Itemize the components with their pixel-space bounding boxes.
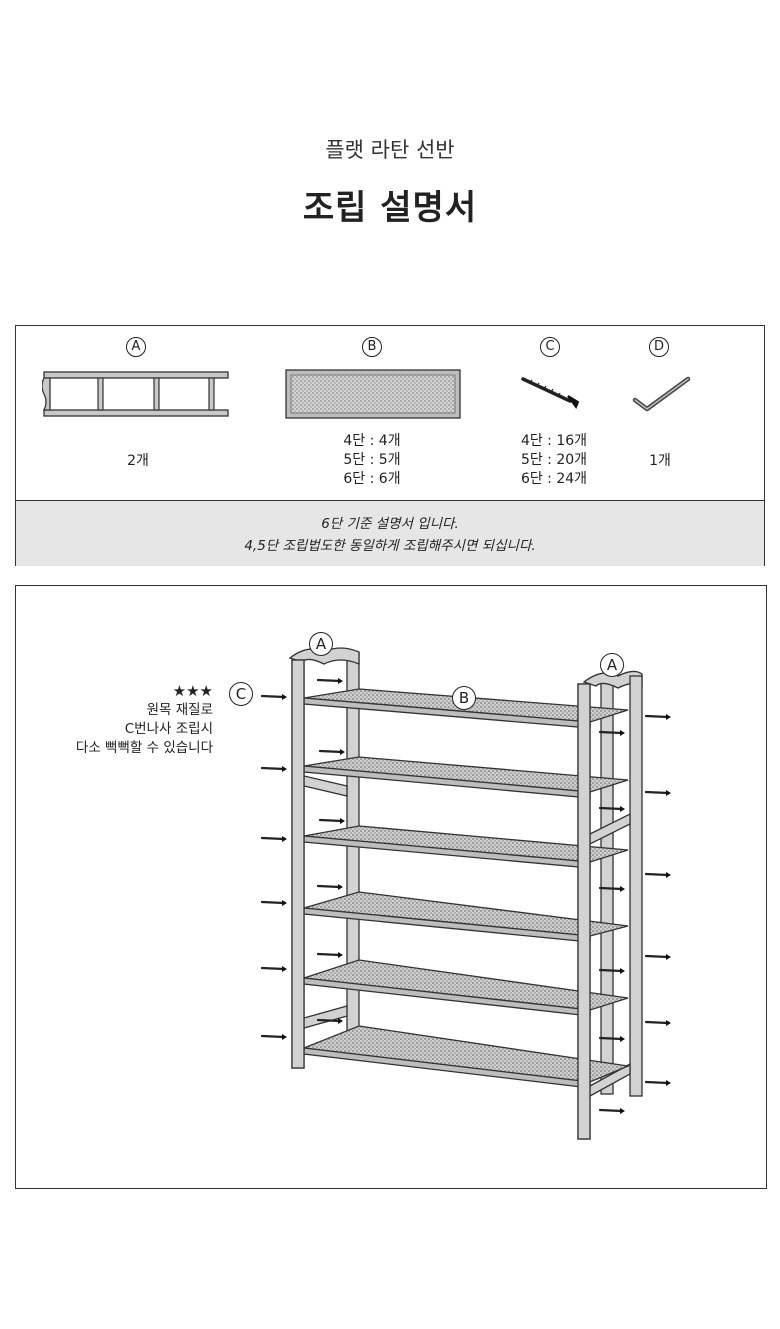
shelf-6: [303, 1025, 631, 1089]
part-d-letter: D: [649, 337, 669, 357]
caution-text: ★★★ 원목 재질로 C번나사 조립시 다소 뻑뻑할 수 있습니다: [76, 682, 213, 758]
assembly-note: 6단 기준 설명서 입니다. 4,5단 조립법도한 동일하게 조립해주시면 되십…: [16, 500, 764, 566]
document-title: 조립 설명서: [302, 188, 478, 228]
note-line-2: 4,5단 조립법도한 동일하게 조립해주시면 되십니다.: [244, 538, 536, 554]
part-d-qty: 1개: [649, 453, 671, 469]
part-c-qty-6: 6단 : 24개: [520, 471, 588, 487]
caution-line-2: C번나사 조립시: [124, 721, 213, 737]
caution-line-3: 다소 뻑뻑할 수 있습니다: [75, 740, 213, 756]
assembly-illustration-box: ★★★ 원목 재질로 C번나사 조립시 다소 뻑뻑할 수 있습니다: [15, 585, 767, 1189]
shelves: [303, 688, 631, 1089]
note-line-1: 6단 기준 설명서 입니다.: [321, 516, 459, 532]
caution-line-1: 원목 재질로: [146, 702, 213, 718]
callout-screw: C: [229, 682, 253, 706]
rattan-shelf-icon: [285, 369, 461, 419]
side-frame-icon: [42, 371, 229, 417]
screw-icon: [521, 377, 580, 410]
part-c-qty-5: 5단 : 20개: [520, 452, 588, 468]
part-b-qty-4: 4단 : 4개: [343, 433, 401, 449]
document-subtitle: 플랫 라탄 선반: [325, 138, 455, 162]
shelf-5: [303, 959, 629, 1017]
part-b-qty-5: 5단 : 5개: [343, 452, 401, 468]
part-b-letter: B: [362, 337, 382, 357]
callout-frame-right: A: [600, 653, 624, 677]
part-c-letter: C: [540, 337, 560, 357]
hex-key-icon: [632, 376, 691, 412]
part-a-letter: A: [126, 337, 146, 357]
part-b-qty-6: 6단 : 6개: [343, 471, 401, 487]
callout-shelf: B: [452, 686, 476, 710]
callout-frame-left: A: [309, 632, 333, 656]
part-c-qty-4: 4단 : 16개: [520, 433, 588, 449]
shelf-assembly-diagram: [260, 647, 673, 1140]
part-a-qty: 2개: [127, 453, 149, 469]
parts-row: A 2개 B 4단 : 4개 5단 : 5개 6단 : 6개: [16, 326, 764, 500]
parts-list-box: A 2개 B 4단 : 4개 5단 : 5개 6단 : 6개: [15, 325, 765, 566]
caution-stars: ★★★: [172, 682, 213, 700]
